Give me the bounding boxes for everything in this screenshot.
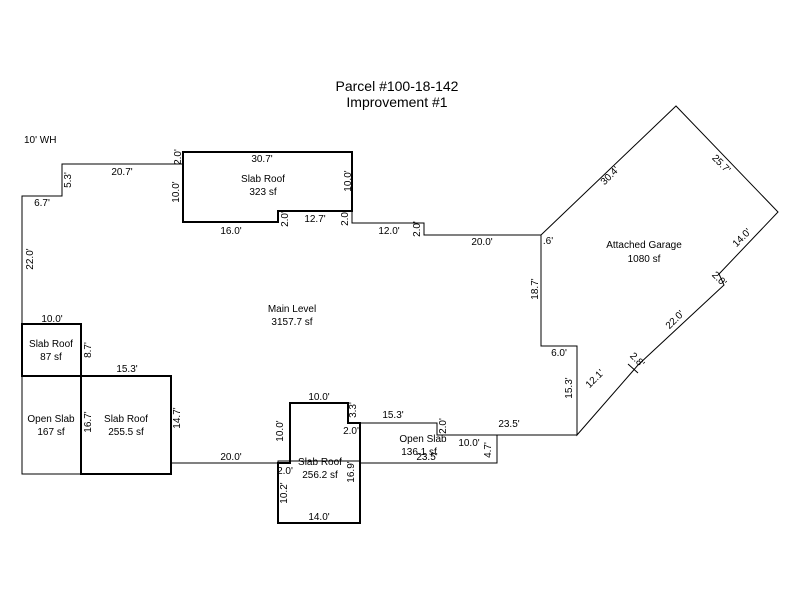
attached-garage-outline	[540, 105, 779, 437]
main-level-name: Main Level	[268, 304, 316, 315]
dim-label: 6.7'	[34, 198, 50, 209]
slab-roof-bottom-name: Slab Roof	[298, 457, 342, 468]
dim-label: 2.0'	[340, 210, 351, 226]
dim-label: 10.2'	[279, 482, 290, 503]
dim-label: 16.0'	[220, 226, 241, 237]
dim-label: 10.0'	[171, 181, 182, 202]
dim-label: 8.7'	[83, 342, 94, 358]
dim-label: 15.3'	[564, 377, 575, 398]
dim-label: 2.0'	[277, 466, 293, 477]
garage-area: 1080 sf	[628, 254, 661, 265]
dim-label: 20.0'	[471, 237, 492, 248]
open-slab-right-outline	[359, 422, 498, 464]
garage-step-line	[627, 363, 639, 374]
slab-roof-left-small-area: 87 sf	[40, 352, 62, 363]
open-slab-right-name: Open Slab	[399, 434, 447, 445]
dim-label: .6'	[543, 236, 553, 247]
slab-roof-top-area: 323 sf	[249, 187, 276, 198]
dim-label: 16.7'	[83, 411, 94, 432]
open-slab-left-area: 167 sf	[37, 427, 64, 438]
dim-label: 2.0'	[173, 149, 184, 165]
dim-label: 2.0'	[412, 221, 423, 237]
dim-label: 20.0'	[220, 452, 241, 463]
slab-roof-bottom-area: 256.2 sf	[302, 470, 338, 481]
main-level-area: 3157.7 sf	[271, 317, 312, 328]
dim-label: 15.3'	[116, 364, 137, 375]
dim-label: 23.5'	[498, 419, 519, 430]
open-slab-left-name: Open Slab	[27, 414, 75, 425]
dim-label: 12.0'	[378, 226, 399, 237]
dim-label: 10.0'	[41, 314, 62, 325]
dim-label: 10.0'	[343, 170, 354, 191]
slab-roof-top-name: Slab Roof	[241, 174, 285, 185]
dim-label: 23.5'	[416, 452, 437, 463]
dim-label: 16.9'	[346, 461, 357, 482]
dim-label: 22.0'	[25, 248, 36, 269]
dim-label: 10.0'	[308, 392, 329, 403]
slab-roof-left-big-name: Slab Roof	[104, 414, 148, 425]
improvement-title: Improvement #1	[346, 94, 447, 110]
parcel-title: Parcel #100-18-142	[336, 78, 459, 94]
dim-label: 2.0'	[280, 211, 291, 227]
dim-label: 5.3'	[63, 172, 74, 188]
slab-roof-left-big-outline	[80, 375, 172, 475]
dim-label: 2.0'	[438, 418, 449, 434]
garage-name: Attached Garage	[606, 240, 682, 251]
dim-label: 20.7'	[111, 167, 132, 178]
dim-label: 2.0'	[343, 426, 359, 437]
dim-label: 2.8'	[627, 351, 646, 370]
dim-label: 14.7'	[172, 407, 183, 428]
dim-label: 12.7'	[304, 214, 325, 225]
dim-label: 22.0'	[664, 309, 687, 332]
open-slab-left-outline	[21, 375, 82, 475]
slab-roof-left-small-outline	[21, 323, 82, 377]
slab-roof-left-small-name: Slab Roof	[29, 339, 73, 350]
dim-label: 15.3'	[382, 410, 403, 421]
dim-label: 14.0'	[308, 512, 329, 523]
wall-height-note: 10' WH	[24, 135, 56, 146]
dim-label: 12.1'	[584, 368, 607, 391]
dim-label: 4.7'	[483, 442, 494, 458]
slab-roof-top-outline	[182, 151, 353, 223]
dim-label: 18.7'	[530, 278, 541, 299]
dim-label: 30.7'	[251, 154, 272, 165]
dim-label: 6.0'	[551, 348, 567, 359]
dim-label: 10.0'	[275, 420, 286, 441]
slab-roof-left-big-area: 255.5 sf	[108, 427, 144, 438]
dim-label: 2.0'	[709, 270, 728, 289]
dim-label: 10.0'	[458, 438, 479, 449]
open-slab-right-area: 136.1 sf	[401, 447, 437, 458]
dim-label: 30.4'	[599, 165, 622, 188]
dim-label: 25.7'	[709, 153, 732, 176]
dim-label: 14.0'	[731, 227, 754, 250]
dim-label: 3.3'	[348, 402, 359, 418]
